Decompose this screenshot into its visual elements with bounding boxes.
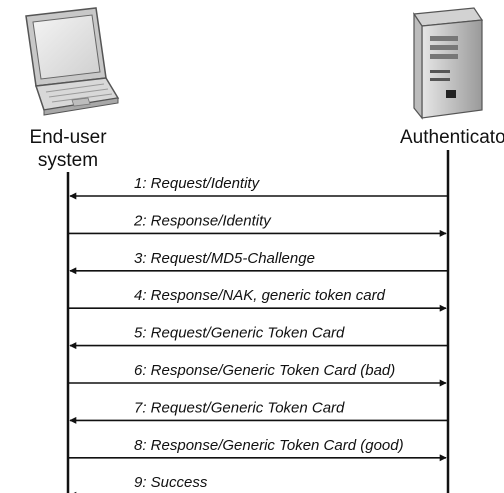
laptop-icon	[25, 7, 120, 116]
message-label: 2: Response/Identity	[133, 212, 272, 229]
server-label: Authenticator	[400, 127, 504, 148]
message-list: 1: Request/Identity 2: Response/Identity 3…	[68, 175, 448, 493]
message-label: 1: Request/Identity	[134, 175, 261, 192]
client-label-line2: system	[38, 150, 98, 171]
message-label: 4: Response/NAK, generic token card	[134, 287, 386, 304]
message-label: 5: Request/Generic Token Card	[134, 325, 345, 342]
message-label: 7: Request/Generic Token Card	[134, 399, 345, 416]
message-label: 8: Response/Generic Token Card (good)	[134, 437, 404, 454]
client-label-line1: End-user	[29, 127, 107, 148]
server-tower-icon	[412, 7, 484, 120]
message-label: 3: Request/MD5-Challenge	[134, 250, 315, 267]
message-label: 9: Success	[134, 474, 208, 491]
message-label: 6: Response/Generic Token Card (bad)	[134, 362, 395, 379]
